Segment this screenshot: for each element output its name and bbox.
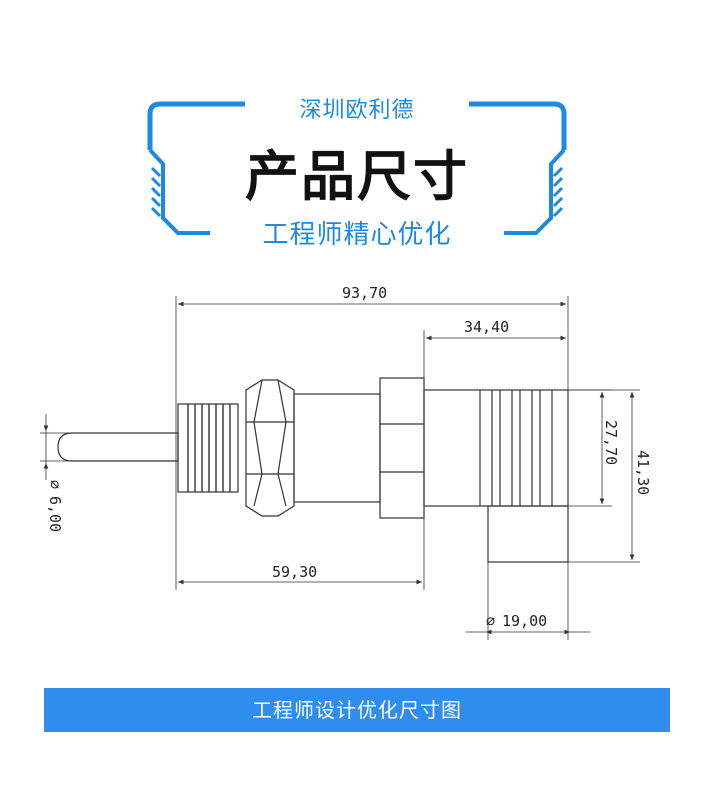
dimension-labels: 93,70 34,40 59,30 27,70 41,30 ∅ 6,00 ∅ 1…	[46, 284, 652, 630]
dim-overall-length: 93,70	[342, 284, 387, 302]
dim-body-length: 59,30	[272, 563, 317, 581]
body	[293, 393, 381, 503]
dim-total-height: 41,30	[634, 450, 652, 495]
dim-cap-height: 27,70	[602, 420, 620, 465]
dim-cap-length: 34,40	[464, 318, 509, 336]
product-outline	[57, 377, 569, 563]
dim-connector-diameter-symbol: ∅	[486, 612, 495, 630]
hex-nut	[245, 379, 295, 517]
footer-banner-text: 工程师设计优化尺寸图	[252, 698, 462, 722]
dim-probe-diameter: 6,00	[46, 496, 64, 532]
company-name: 深圳欧利德	[299, 98, 415, 123]
dim-probe-diameter-symbol: ∅	[46, 480, 64, 489]
header-frame	[147, 101, 567, 235]
dim-connector-diameter: 19,00	[502, 612, 547, 630]
footer-banner: 工程师设计优化尺寸图	[44, 688, 670, 732]
probe	[57, 432, 179, 462]
thread-lines	[187, 404, 231, 492]
connector-cap	[423, 389, 569, 507]
left-bracket	[147, 101, 245, 235]
coupling-nut	[379, 377, 425, 519]
dimension-lines	[40, 296, 640, 640]
thread-section	[177, 403, 239, 493]
cap-grooves	[479, 390, 553, 506]
page-subtitle: 工程师精心优化	[262, 220, 452, 250]
technical-drawing: 93,70 34,40 59,30 27,70 41,30 ∅ 6,00 ∅ 1…	[40, 284, 652, 640]
right-bracket	[469, 101, 567, 235]
connector-body	[487, 505, 569, 563]
page-title: 产品尺寸	[245, 145, 469, 208]
